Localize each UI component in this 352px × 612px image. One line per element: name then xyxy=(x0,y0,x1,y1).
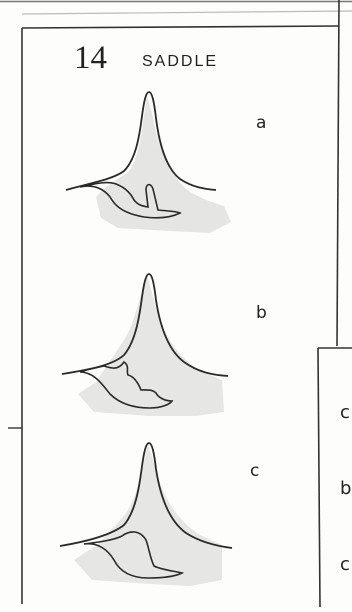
frame-right-border xyxy=(336,0,340,347)
panel-b-curve xyxy=(61,273,229,377)
panel-c-shading xyxy=(74,444,222,586)
adjacent-box-label-2: b xyxy=(340,478,351,499)
panel-c-label: c xyxy=(250,461,259,481)
adjacent-box-left-border xyxy=(317,347,321,608)
panel-a-detail xyxy=(79,181,182,219)
panel-b: b xyxy=(61,273,267,416)
figure-title: SADDLE xyxy=(142,53,218,70)
panel-a-curve xyxy=(65,91,217,191)
panel-c-curve xyxy=(59,442,233,549)
panel-b-detail xyxy=(79,360,174,409)
upper-faint-line xyxy=(21,10,352,15)
panel-a: a xyxy=(65,91,266,233)
panel-c: c xyxy=(59,442,259,586)
adjacent-box-label-3: c xyxy=(340,554,350,575)
panel-a-label: a xyxy=(256,113,266,133)
figure-number: 14 xyxy=(74,40,107,76)
panel-b-label: b xyxy=(256,303,267,323)
adjacent-box-label-1: c xyxy=(340,402,350,423)
frame-top-border xyxy=(21,25,340,29)
panel-b-shading xyxy=(78,275,224,416)
panel-c-detail xyxy=(83,531,185,579)
panel-a-shading xyxy=(96,95,231,233)
